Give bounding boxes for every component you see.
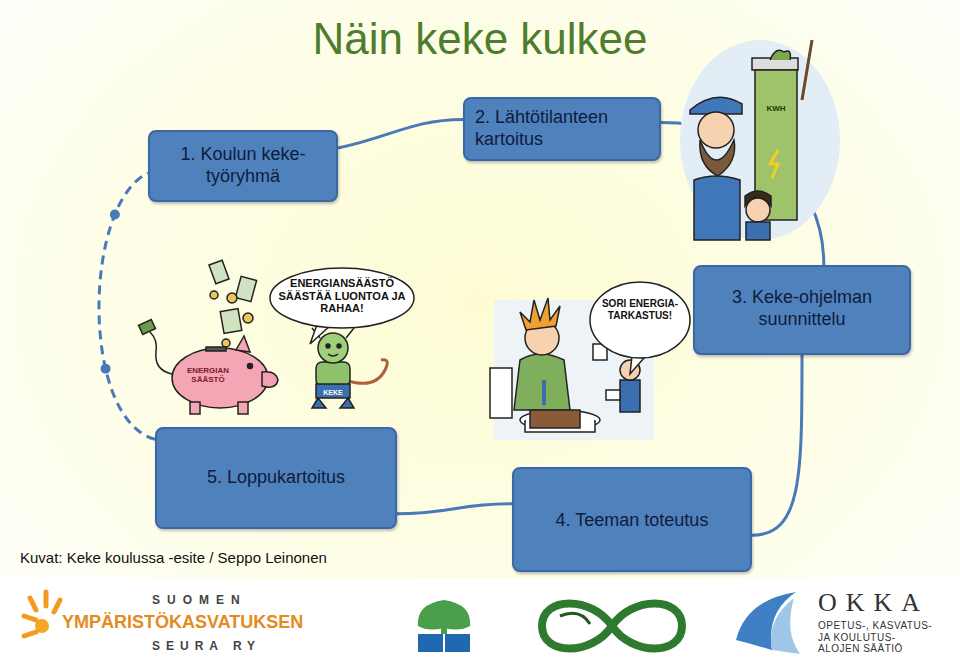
box-text: 1. Koulun keke- työryhmä — [160, 144, 326, 187]
cartoon-text: SORI ENERGIA-TARKASTUS! — [600, 298, 680, 321]
cartoon-text: ENERGIAN SÄÄSTÖ — [176, 366, 240, 384]
cartoon-text: YMPÄRISTÖKASVATUKSEN — [62, 612, 352, 633]
slide-title: Näin keke kulkee — [0, 14, 960, 64]
path-dot — [101, 364, 111, 374]
cycle-connector — [99, 173, 155, 439]
cycle-connector — [752, 355, 802, 535]
cartoon-text: SUOMEN — [152, 594, 292, 608]
cartoon-text: KEKE — [318, 389, 348, 397]
meter-cartoon — [680, 40, 840, 240]
box-text: 5. Loppukartoitus — [207, 467, 345, 489]
speech-bubble — [270, 268, 414, 344]
path-dot — [110, 210, 120, 220]
box-text: 2. Lähtötilanteen kartoitus — [475, 107, 649, 150]
okka-logo — [736, 592, 800, 654]
cycle-connector — [338, 119, 463, 148]
infinity-logo — [542, 604, 682, 649]
cycle-connector — [397, 504, 512, 514]
piggy-bank-cartoon — [139, 260, 278, 414]
process-box: 2. Lähtötilanteen kartoitus — [463, 97, 661, 161]
process-box: 1. Koulun keke- työryhmä — [148, 130, 338, 202]
cartoon-text: KWH — [757, 104, 795, 113]
cartoon-text: OKKA — [818, 588, 948, 618]
keke-creature — [312, 328, 387, 408]
cartoon-text: SEURA RY — [152, 640, 292, 654]
process-box: 3. Keke-ohjelman suunnittelu — [693, 265, 911, 355]
green-flag-logo — [412, 588, 476, 654]
process-box: 4. Teeman toteutus — [512, 467, 752, 572]
speech-bubble — [590, 282, 690, 374]
box-text: 4. Teeman toteutus — [556, 510, 709, 532]
cartoon-text: ENERGIANSÄÄSTÖ SÄÄSTÄÄ LUONTOA JA RAHAA! — [272, 277, 412, 315]
picture-credit: Kuvat: Keke koulussa -esite / Seppo Lein… — [20, 549, 327, 566]
box-text: 3. Keke-ohjelman suunnittelu — [705, 287, 899, 330]
cartoon-text: OPETUS-, KASVATUS- JA KOULUTUS- ALOJEN S… — [818, 620, 938, 655]
process-box: 5. Loppukartoitus — [155, 427, 397, 529]
ymparistokasvatus-logo — [24, 592, 60, 636]
